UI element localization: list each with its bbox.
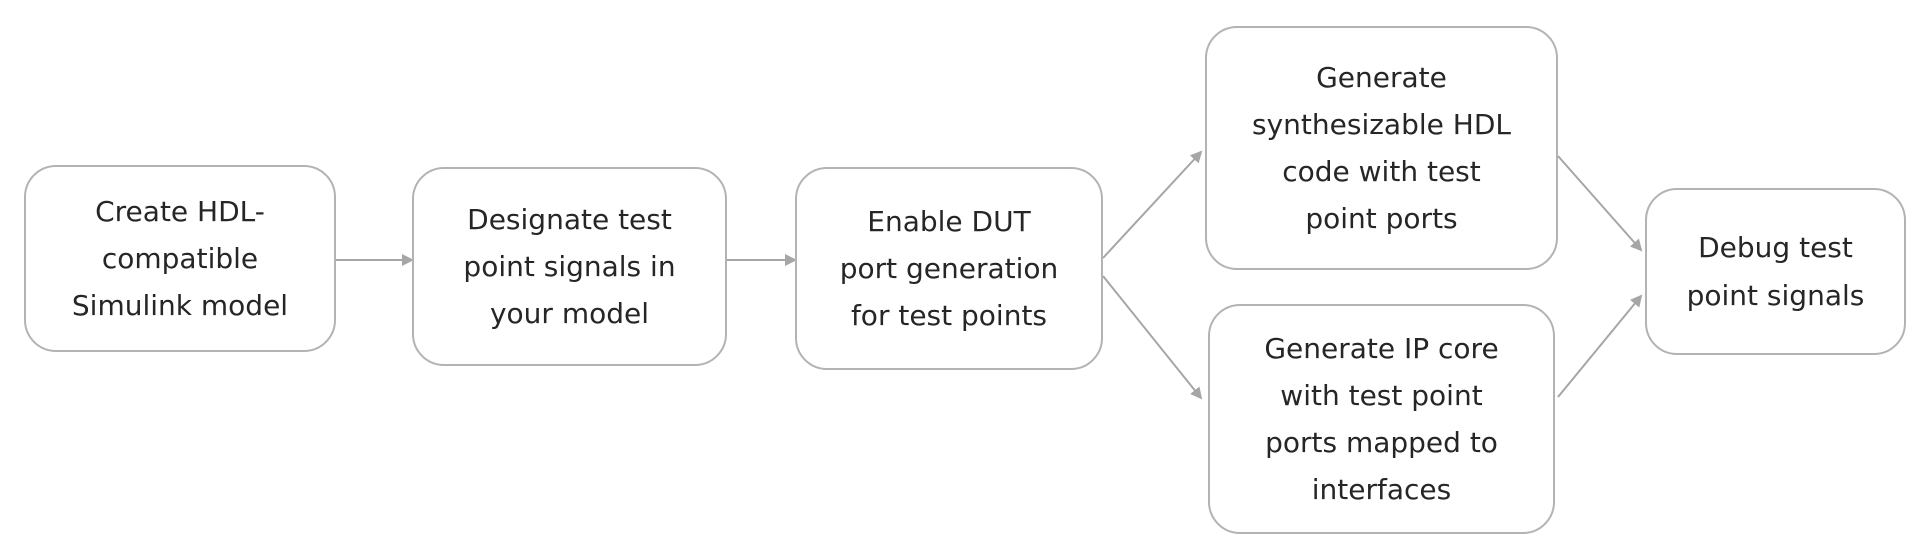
node-enable-dut-ports: Enable DUT port generation for test poin… <box>795 167 1103 370</box>
edge-enable-to-generate-ip <box>1102 275 1203 400</box>
node-generate-hdl: Generate synthesizable HDL code with tes… <box>1205 26 1558 270</box>
node-designate-test-points: Designate test point signals in your mod… <box>412 167 727 366</box>
edge-generate-ip-to-debug <box>1557 294 1643 398</box>
node-enable-dut-ports-label: Enable DUT port generation for test poin… <box>839 204 1059 333</box>
node-designate-test-points-label: Designate test point signals in your mod… <box>463 202 676 331</box>
node-generate-hdl-label: Generate synthesizable HDL code with tes… <box>1252 60 1511 236</box>
node-debug-signals: Debug test point signals <box>1645 188 1906 355</box>
node-generate-ip-core: Generate IP core with test point ports m… <box>1208 304 1555 534</box>
node-generate-ip-core-label: Generate IP core with test point ports m… <box>1264 331 1499 507</box>
node-create-model-label: Create HDL- compatible Simulink model <box>71 194 289 323</box>
edge-generate-hdl-to-debug <box>1557 155 1643 252</box>
node-create-model: Create HDL- compatible Simulink model <box>24 165 336 352</box>
edge-enable-to-generate-hdl <box>1102 150 1203 259</box>
node-debug-signals-label: Debug test point signals <box>1686 231 1865 312</box>
